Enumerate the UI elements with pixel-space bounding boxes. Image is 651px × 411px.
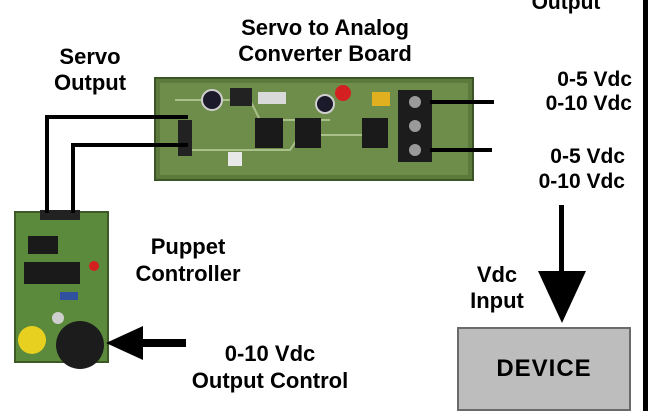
output-control-line2: Output Control [191,368,349,393]
output-wires [430,100,494,152]
output-upper-line1: 0-5 Vdc [557,68,632,91]
top-right-partial-label: Output [531,0,601,14]
servo-output-line2: Output [53,70,127,95]
converter-board-image [154,77,474,181]
puppet-controller-image [14,210,109,369]
output-lower-line2: 0-10 Vdc [538,170,625,193]
device-box: DEVICE [457,327,631,411]
puppet-controller-line2: Controller [135,261,241,286]
arrow-to-device-icon [538,205,586,323]
frame-right-border [643,0,648,411]
vdc-input-label: Vdc Input [456,262,538,314]
output-control-label: 0-10 Vdc Output Control [150,340,390,394]
output-control-line1: 0-10 Vdc [224,341,316,366]
output-lower-line1: 0-5 Vdc [550,145,625,168]
board-title-line2: Converter Board [238,41,412,66]
board-title: Servo to Analog Converter Board [205,15,445,67]
vdc-input-line1: Vdc [476,262,518,287]
output-upper-label: 0-5 Vdc 0-10 Vdc [490,68,632,116]
vdc-input-line2: Input [470,288,524,313]
arrow-to-knob-icon [106,326,186,360]
board-title-line1: Servo to Analog [241,15,409,40]
servo-output-wires [45,115,188,213]
device-label: DEVICE [496,355,592,382]
output-upper-line2: 0-10 Vdc [545,92,632,115]
puppet-controller-line1: Puppet [150,234,226,259]
puppet-controller-label: Puppet Controller [128,233,248,287]
servo-output-label: Servo Output [30,44,150,96]
servo-output-line1: Servo [59,44,121,69]
output-lower-label: 0-5 Vdc 0-10 Vdc [488,144,625,194]
